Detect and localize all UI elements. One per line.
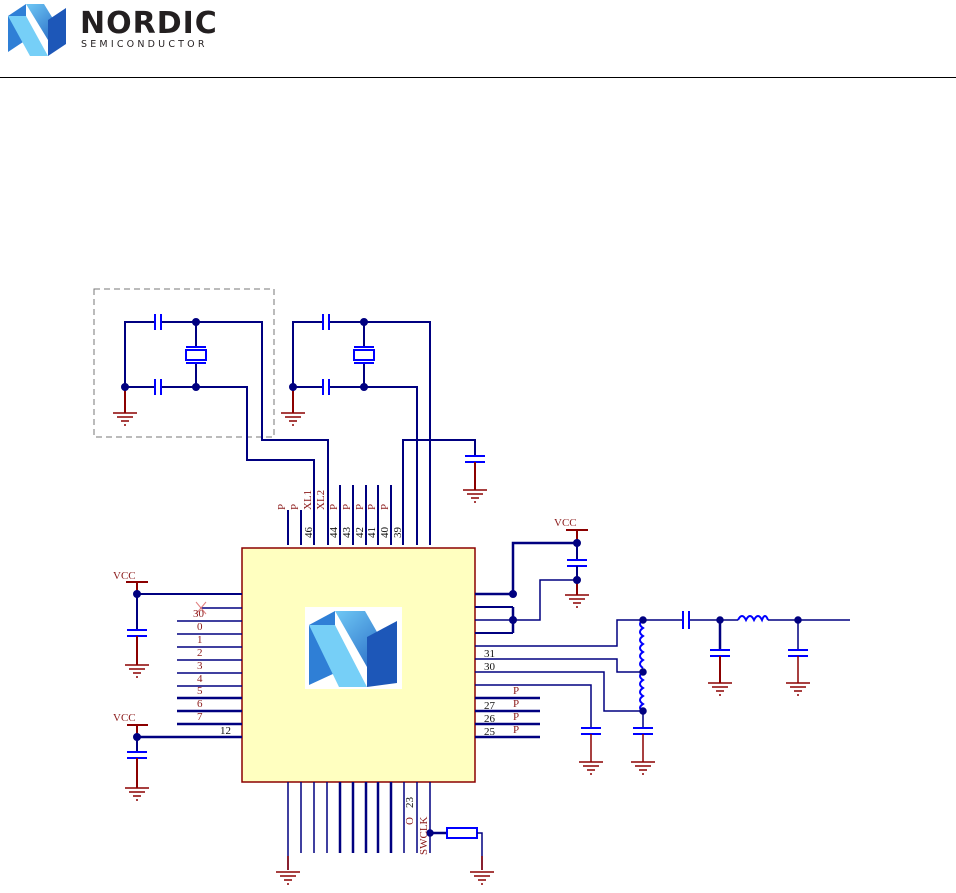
net-label: 30 (193, 608, 205, 620)
net-label: P (354, 504, 366, 510)
ground-icon (786, 683, 810, 695)
ground-icon (276, 872, 300, 884)
net-label: P (328, 504, 340, 510)
left-net-labels: 30 0 1 2 3 4 5 6 7 (193, 608, 205, 723)
junction-dot (290, 384, 296, 390)
bottom-pin-stubs (288, 782, 482, 870)
net-label: 6 (197, 698, 203, 710)
chip-logo-icon (305, 607, 402, 689)
pin-number: 39 (392, 527, 404, 539)
net-label: 5 (197, 685, 203, 697)
pin-number: 23 (404, 797, 416, 809)
net-label: P (513, 724, 519, 736)
net-label: P (513, 711, 519, 723)
net-label: P (289, 504, 301, 510)
right-net-labels: P P P P (513, 685, 519, 736)
pin-number: 46 (303, 527, 315, 539)
vcc-decoupling-right (475, 530, 588, 633)
net-label: SWCLK (418, 816, 430, 855)
net-label: 0 (197, 621, 203, 633)
ground-icon (113, 413, 137, 425)
net-label: XL2 (315, 490, 327, 510)
pin-number: 25 (484, 726, 496, 738)
net-label: O (404, 817, 416, 825)
ground-icon (125, 788, 149, 800)
net-label: P (341, 504, 353, 510)
net-label: P (513, 685, 519, 697)
net-label: 2 (197, 647, 203, 659)
vcc-decoupling-left-top (126, 582, 242, 665)
ground-icon (579, 762, 603, 774)
left-pin-stubs (177, 608, 242, 724)
net-label: 3 (197, 660, 203, 672)
ground-icon (708, 683, 732, 695)
pin-number: 41 (366, 527, 378, 538)
junction-dot (122, 384, 128, 390)
pin-number: 40 (379, 527, 391, 539)
pin-number: 30 (484, 661, 496, 673)
pin-number: 44 (328, 527, 340, 539)
pin-number: 12 (220, 725, 231, 737)
pin-number: 31 (484, 648, 495, 660)
top-pin-numbers: 46 44 43 42 41 40 39 (303, 527, 404, 539)
net-label: 7 (197, 711, 203, 723)
pin-number: 26 (484, 713, 496, 725)
right-pin-numbers: 31 30 27 26 25 (484, 648, 496, 738)
vcc-label: VCC (113, 712, 136, 724)
junction-dot (193, 384, 199, 390)
junction-dot (361, 384, 367, 390)
ground-icon (470, 872, 494, 884)
net-label: 4 (197, 673, 203, 685)
net-label: XL1 (302, 490, 314, 510)
vcc-label: VCC (554, 517, 577, 529)
net-label: P (379, 504, 391, 510)
top-net-labels: P P XL1 XL2 P P P P P (276, 490, 391, 510)
net-label: P (366, 504, 378, 510)
junction-dot (193, 319, 199, 325)
ground-icon (463, 490, 487, 502)
net-label: 1 (197, 634, 203, 646)
decoupling-cap-top (403, 440, 485, 545)
pin-number: 42 (354, 527, 366, 538)
net-label: P (513, 698, 519, 710)
ground-icon (125, 665, 149, 677)
vcc-label: VCC (113, 570, 136, 582)
pin-number: 27 (484, 700, 496, 712)
pin-number: 43 (341, 527, 353, 539)
ground-icon (631, 762, 655, 774)
ground-icon (281, 413, 305, 425)
junction-dot (361, 319, 367, 325)
net-label: P (276, 504, 288, 510)
ground-icon (565, 595, 589, 607)
